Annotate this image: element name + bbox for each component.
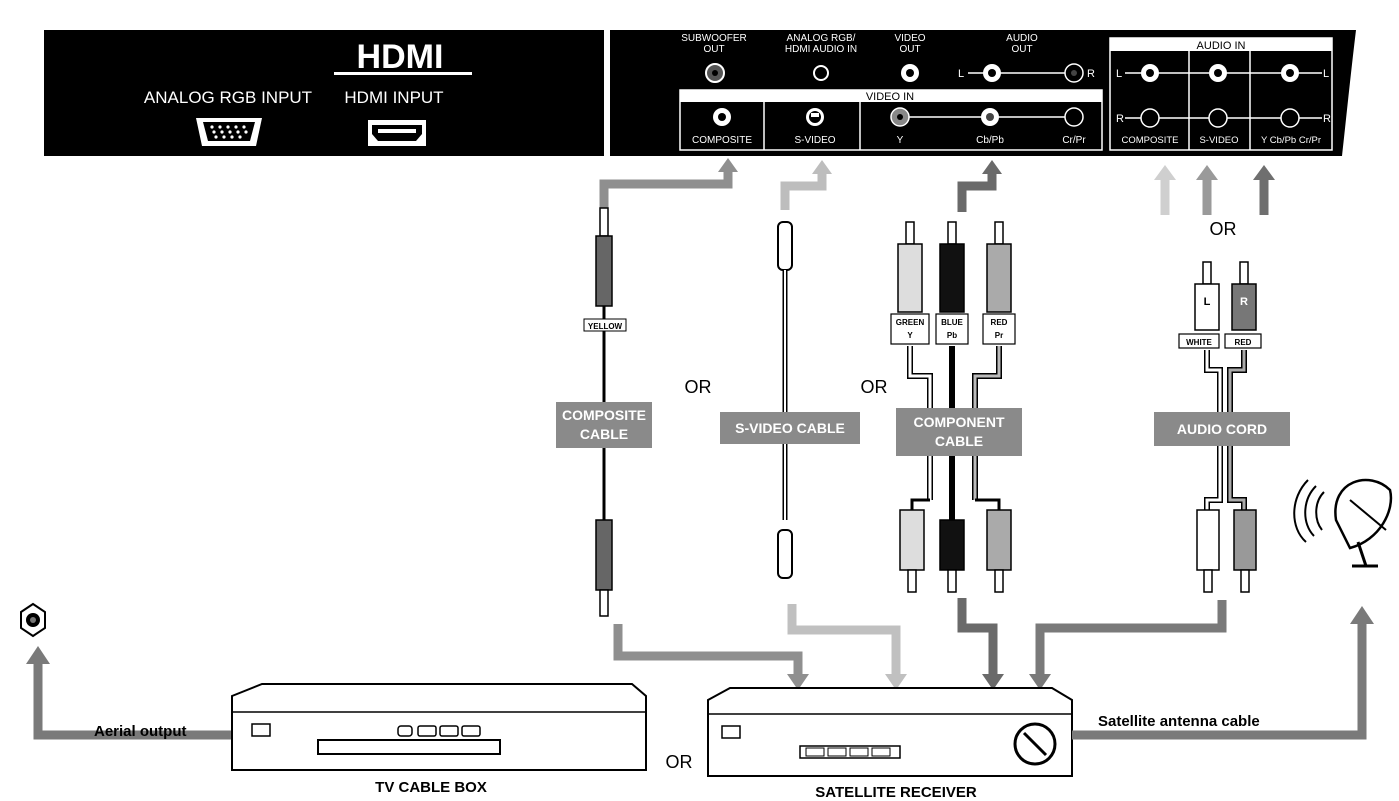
connection-arrows-top [599, 158, 1275, 215]
audio-tag-red: RED [1235, 338, 1252, 347]
analog-audio-in-jack-icon [813, 65, 829, 81]
video-in-port-composite: COMPOSITE [692, 135, 752, 146]
video-in-port-y: Y [897, 135, 904, 146]
svideo-jack-icon [806, 108, 824, 126]
audio-out-l-label: L [958, 68, 964, 80]
svg-text:L: L [1323, 68, 1329, 80]
aerial-output-arrow [26, 646, 232, 740]
analog-rgb-hdmi-audio-in-label-2: HDMI AUDIO IN [785, 44, 857, 55]
audio-out-left-jack-icon [983, 64, 1001, 82]
audio-in-svideo-left-jack-icon [1209, 64, 1227, 82]
analog-rgb-hdmi-audio-in-label: ANALOG RGB/ [787, 33, 856, 44]
composite-color-tag: YELLOW [583, 318, 627, 332]
audio-out-label: AUDIO [1006, 33, 1038, 44]
satellite-receiver-icon [707, 687, 1073, 777]
audio-in-port-svideo: S-VIDEO [1199, 135, 1238, 146]
video-out-label: VIDEO [894, 33, 925, 44]
component-color-tags: GREEN Y BLUE Pb RED Pr [890, 313, 1016, 345]
composite-cable-label: COMPOSITE CABLE [556, 402, 652, 448]
audio-in-svideo-right-jack-icon [1208, 108, 1228, 128]
component-tag-green: GREEN [896, 318, 925, 327]
vga-port-icon [196, 118, 262, 146]
subwoofer-out-label: SUBWOOFER [681, 33, 747, 44]
component-y-jack-icon [890, 107, 910, 127]
component-tag-y: Y [907, 331, 913, 340]
composite-video-jack-icon [713, 108, 731, 126]
component-tag-pb: Pb [947, 331, 957, 340]
component-pb-jack-icon [981, 108, 999, 126]
audio-in-composite-right-jack-icon [1140, 108, 1160, 128]
audio-out-label-2: OUT [1011, 44, 1032, 55]
audio-tag-white: WHITE [1186, 338, 1212, 347]
component-pr-jack-icon [1064, 107, 1084, 127]
svg-text:R: R [1323, 113, 1331, 125]
audio-in-composite-left-jack-icon [1141, 64, 1159, 82]
hdmi-port-icon [368, 120, 426, 146]
component-cable-icon [897, 221, 1012, 593]
subwoofer-out-jack-icon [705, 63, 725, 83]
subwoofer-out-label-2: OUT [703, 44, 724, 55]
wall-outlet-icon [20, 602, 46, 638]
component-tag-red: RED [991, 318, 1008, 327]
audio-in-port-composite: COMPOSITE [1121, 135, 1178, 146]
component-tag-pr: Pr [995, 331, 1003, 340]
svg-text:SUBWOOFER: SUBWOOFER [681, 33, 747, 44]
component-cable-label: COMPONENT CABLE [896, 408, 1022, 456]
satellite-antenna-cable-label: Satellite antenna cable [1098, 713, 1260, 730]
svideo-cable-label: S-VIDEO CABLE [720, 412, 860, 444]
audio-out-right-jack-icon [1064, 63, 1084, 83]
svideo-cable-label-text: S-VIDEO CABLE [735, 420, 845, 436]
composite-cable-label-2: CABLE [580, 426, 628, 442]
video-in-label: VIDEO IN [866, 91, 914, 103]
hdmi-input-label: HDMI INPUT [344, 88, 443, 107]
svideo-cable-icon [777, 221, 793, 579]
audio-out-r-label: R [1087, 68, 1095, 80]
video-in-port-svideo: S-VIDEO [794, 135, 835, 146]
connection-arrows-bottom [613, 598, 1227, 690]
audio-color-tags: WHITE RED [1178, 333, 1262, 349]
audio-plug-r: R [1240, 296, 1248, 308]
hdmi-logo: HDMI [357, 38, 444, 76]
or-label: OR [685, 377, 712, 397]
tv-cable-box-icon [231, 683, 647, 771]
component-cable-label-2: CABLE [935, 433, 983, 449]
left-panel: HDMI ANALOG RGB INPUT HDMI INPUT [44, 30, 604, 156]
component-tag-blue: BLUE [941, 318, 963, 327]
audio-in-label: AUDIO IN [1197, 40, 1246, 52]
audio-in-component-right-jack-icon [1280, 108, 1300, 128]
or-label: OR [1210, 219, 1237, 239]
component-cable-label-1: COMPONENT [914, 414, 1005, 430]
audio-in-port-component: Y Cb/Pb Cr/Pr [1261, 135, 1321, 146]
audio-in-group: AUDIO IN L R L R COMPOSITE S-VIDEO Y Cb/… [1109, 37, 1333, 151]
satellite-dish-icon [1293, 478, 1393, 568]
audio-cord-label: AUDIO CORD [1154, 412, 1290, 446]
audio-cord-label-text: AUDIO CORD [1177, 421, 1267, 437]
composite-tag-text: YELLOW [588, 322, 623, 331]
composite-cable-label-1: COMPOSITE [562, 407, 646, 423]
satellite-receiver-label: SATELLITE RECEIVER [815, 784, 977, 801]
video-in-port-cr: Cr/Pr [1062, 135, 1086, 146]
right-panel: SUBWOOFER OUT ANALOG RGB/ HDMI AUDIO IN … [610, 30, 1356, 156]
audio-in-component-left-jack-icon [1281, 64, 1299, 82]
tv-cable-box-label: TV CABLE BOX [375, 779, 487, 796]
analog-rgb-input-label: ANALOG RGB INPUT [144, 88, 312, 107]
audio-in-l-label: L [1116, 68, 1122, 80]
video-out-jack-icon [901, 64, 919, 82]
audio-plug-l: L [1204, 296, 1211, 308]
video-out-label-2: OUT [899, 44, 920, 55]
video-in-port-cb: Cb/Pb [976, 135, 1004, 146]
aerial-output-label: Aerial output [94, 723, 187, 740]
or-label: OR [666, 752, 693, 772]
audio-in-r-label: R [1116, 113, 1124, 125]
video-in-group: VIDEO IN COMPOSITE S-VIDEO Y Cb/Pb Cr/Pr [679, 89, 1103, 151]
or-label: OR [861, 377, 888, 397]
satellite-antenna-cable-arrow [1072, 606, 1374, 740]
